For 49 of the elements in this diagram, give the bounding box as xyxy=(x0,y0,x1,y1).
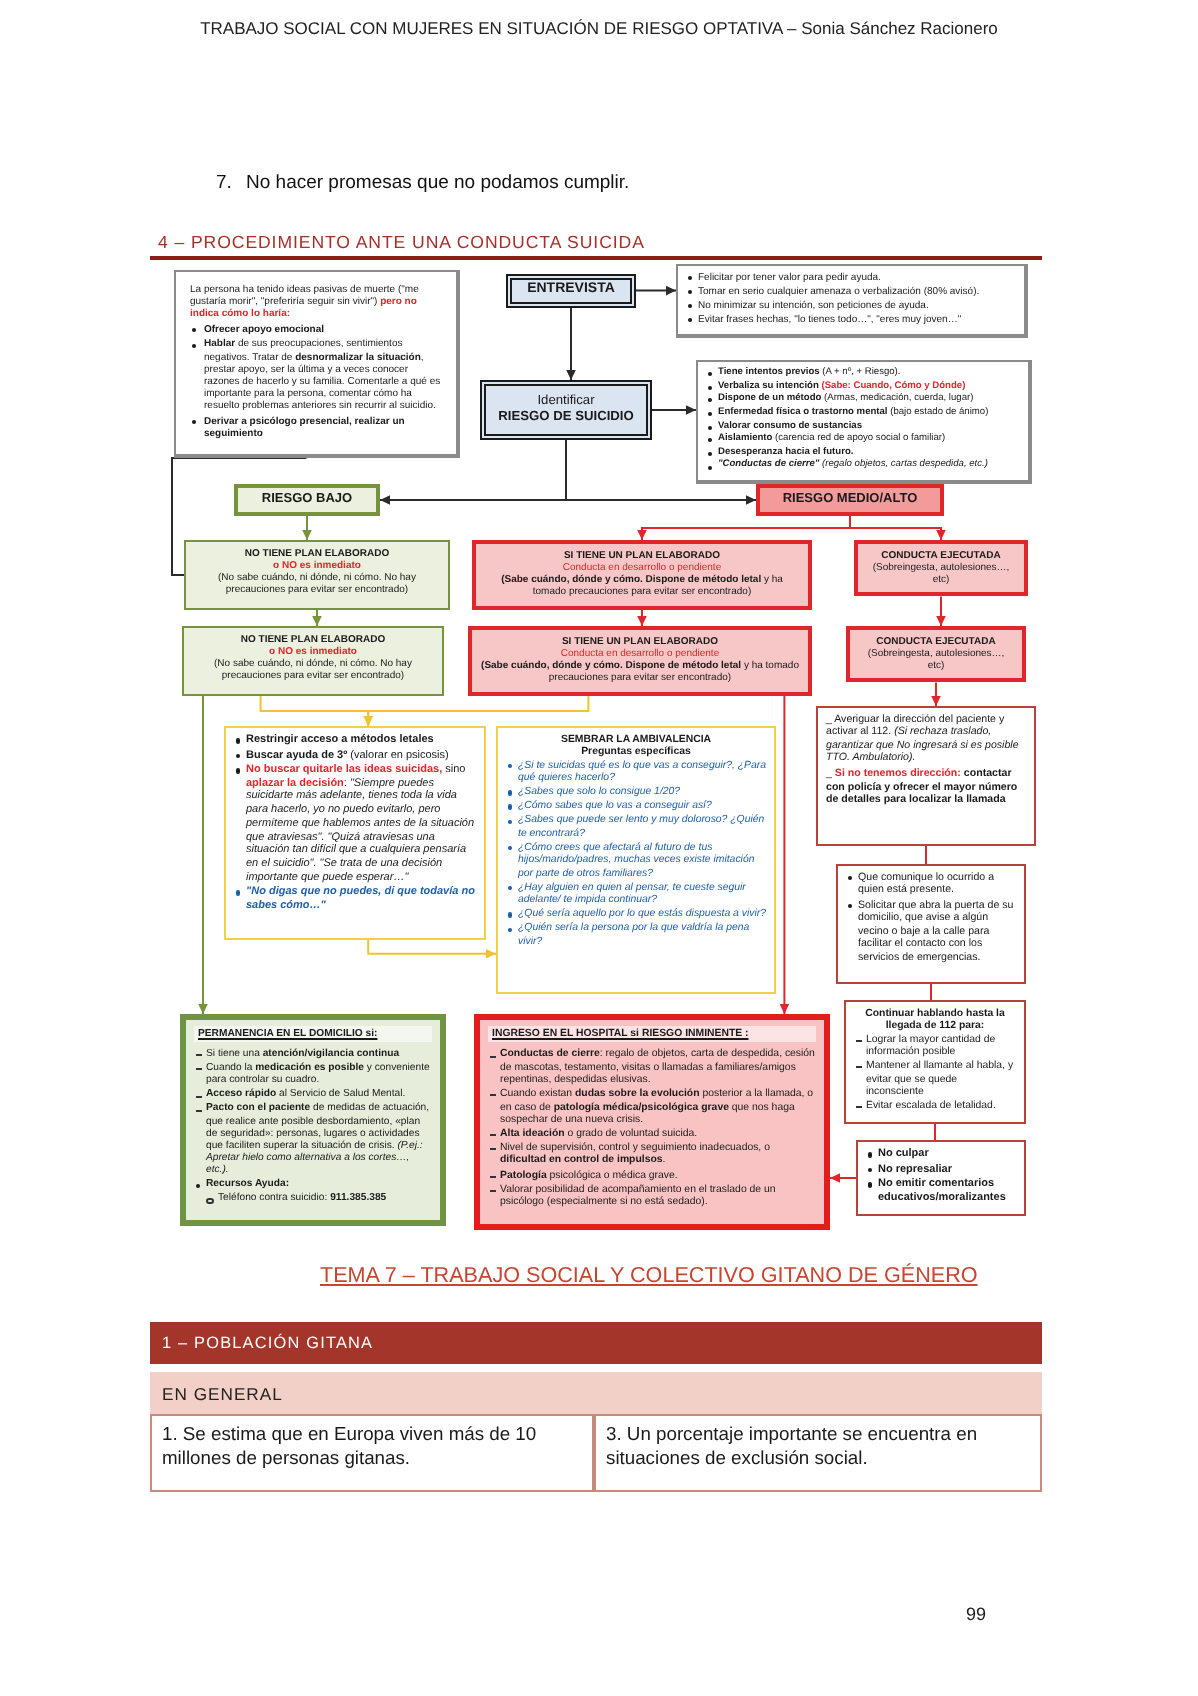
case-box xyxy=(854,540,1028,597)
process-box xyxy=(480,380,652,440)
arrow xyxy=(302,515,312,541)
section-heading: 4 – PROCEDIMIENTO ANTE UNA CONDUCTA SUICIDA xyxy=(158,232,645,252)
case-box xyxy=(472,540,812,610)
note-box xyxy=(696,360,1032,485)
page-number: 99 xyxy=(966,1604,987,1624)
connector-line xyxy=(934,1123,936,1141)
arrow xyxy=(566,306,576,381)
chapter-title: TEMA 7 – TRABAJO SOCIAL Y COLECTIVO GITANO DE GÉNERO xyxy=(320,1264,978,1288)
list-item: No hacer promesas que no podamos cumplir. xyxy=(246,172,630,194)
advice-box xyxy=(496,726,776,994)
arrow xyxy=(829,1173,857,1183)
note-box xyxy=(174,270,460,459)
table-cell: 3. Un porcentaje importante se encuentra en situaciones de exclusión social. xyxy=(594,1414,1042,1492)
outcome-box xyxy=(474,1014,830,1230)
arrow xyxy=(312,609,322,627)
action-box xyxy=(844,1000,1026,1124)
case-box xyxy=(468,626,812,696)
arrow xyxy=(367,939,497,959)
risk-box xyxy=(756,484,944,516)
note-box xyxy=(676,264,1028,338)
arrow xyxy=(931,681,941,707)
table-header: 1 – POBLACIÓN GITANA xyxy=(150,1322,1042,1364)
outcome-box xyxy=(180,1014,446,1226)
process-box xyxy=(506,274,636,308)
action-box xyxy=(836,864,1026,984)
arrow xyxy=(198,695,208,1015)
action-box xyxy=(816,706,1036,846)
case-box xyxy=(846,626,1026,683)
case-box xyxy=(182,626,444,696)
table-cell: 1. Se estima que en Europa viven más de 10 millones de personas gitanas. xyxy=(150,1414,594,1492)
case-box xyxy=(184,540,450,610)
action-box xyxy=(856,1140,1026,1216)
arrow xyxy=(637,609,647,627)
arrow xyxy=(936,595,946,627)
arrow xyxy=(849,515,946,541)
connector-line xyxy=(930,983,932,1001)
arrow xyxy=(635,285,677,296)
arrow xyxy=(565,439,757,505)
arrow xyxy=(651,405,697,415)
arrow xyxy=(363,695,590,727)
page-header: TRABAJO SOCIAL CON MUJERES EN SITUACIÓN DE RIESGO OPTATIVA – Sonia Sánchez Racionero xyxy=(198,18,1000,38)
list-number: 7. xyxy=(216,172,232,194)
arrow xyxy=(779,695,790,1015)
advice-box xyxy=(224,726,486,940)
risk-box xyxy=(234,484,380,516)
table-subheader: EN GENERAL xyxy=(150,1372,1042,1416)
connector-line xyxy=(925,845,927,865)
